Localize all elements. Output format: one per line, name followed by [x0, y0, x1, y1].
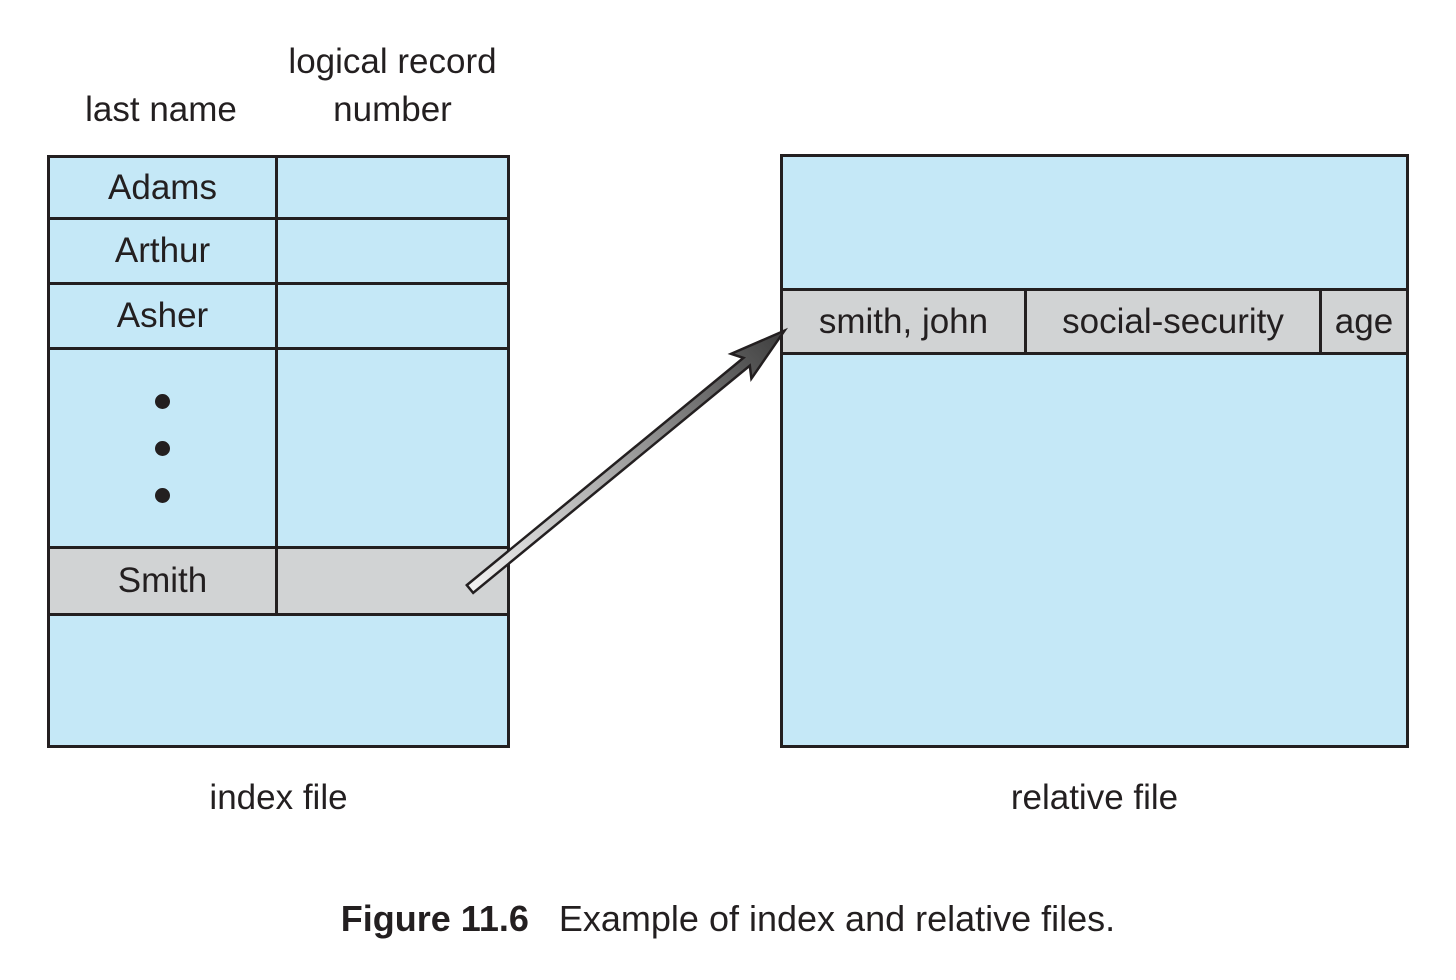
logical-record-number-cell	[278, 158, 507, 217]
column-header-logical-record: logical record	[288, 42, 497, 81]
last-name-cell: Arthur	[50, 220, 278, 282]
record-name-field: smith, john	[783, 291, 1027, 352]
last-name-cell: Adams	[50, 158, 278, 217]
last-name-cell	[50, 350, 278, 546]
column-header-logical-record-number: number	[333, 90, 452, 129]
logical-record-number-cell	[278, 350, 507, 546]
table-row-highlighted: Smith	[50, 549, 507, 616]
relative-file-caption: relative file	[1010, 778, 1179, 817]
table-row-ellipsis	[50, 350, 507, 549]
logical-record-number-cell	[278, 285, 507, 347]
ellipsis-dot	[155, 440, 170, 456]
index-file-table: Adams Arthur Asher Smith	[47, 155, 510, 748]
index-file-caption: index file	[209, 778, 348, 817]
table-row-empty	[50, 616, 507, 745]
ellipsis-dot	[155, 393, 170, 409]
table-row: Adams	[50, 158, 507, 220]
figure-caption-text: Example of index and relative files.	[558, 898, 1116, 939]
figure-caption: Figure 11.6 Example of index and relative…	[0, 898, 1456, 940]
record-age-field: age	[1334, 301, 1394, 341]
record-social-security-field: social-security	[1027, 291, 1322, 352]
table-row: Arthur	[50, 220, 507, 285]
relative-file-box: smith, john social-security age	[780, 154, 1409, 748]
record-row: smith, john social-security age	[783, 288, 1406, 355]
table-row: Asher	[50, 285, 507, 350]
ellipsis-dot	[155, 487, 170, 503]
logical-record-number-cell	[278, 549, 507, 613]
last-name-cell: Asher	[50, 285, 278, 347]
last-name-cell: Smith	[50, 549, 278, 613]
logical-record-number-cell	[278, 220, 507, 282]
column-header-last-name: last name	[85, 90, 237, 129]
vertical-ellipsis-icon	[50, 350, 275, 546]
figure-number: Figure 11.6	[340, 898, 529, 939]
